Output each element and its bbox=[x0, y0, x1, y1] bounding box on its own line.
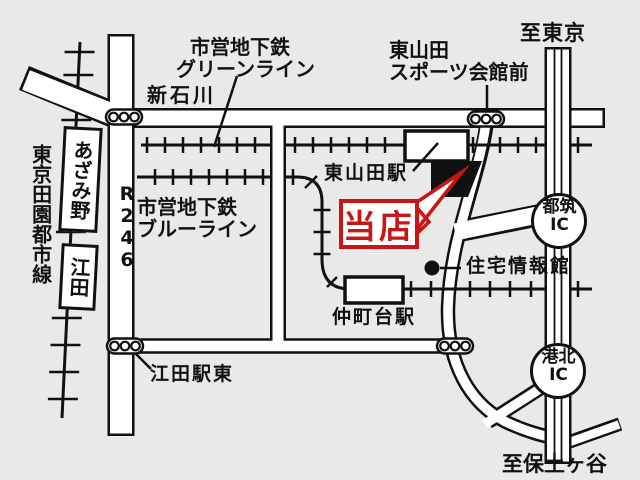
azamino-station-box: あざみ野 bbox=[58, 126, 103, 233]
traffic-signal-icon bbox=[466, 110, 506, 128]
tsuzuki-ic-circle bbox=[531, 193, 587, 249]
eda-east-label: 江田駅東 bbox=[150, 363, 235, 385]
eda-station-box: 江田 bbox=[58, 243, 99, 311]
sports-hall-label: 東山田 スポーツ会館前 bbox=[389, 38, 529, 84]
nakamachidai-station-label: 仲町台駅 bbox=[332, 306, 417, 328]
azamino-station-label: あざみ野 bbox=[66, 138, 95, 221]
traffic-signal-icon bbox=[435, 337, 475, 355]
to-hodogaya-label: 至保土ヶ谷 bbox=[502, 452, 607, 476]
our-shop-callout: 当店 bbox=[339, 199, 419, 249]
traffic-signal-icon bbox=[105, 337, 145, 355]
eda-east-pointer-line bbox=[135, 353, 152, 370]
higashiyamada-station-label: 東山田駅 bbox=[324, 162, 409, 184]
green-line-railway bbox=[141, 137, 592, 153]
higashiyamada-pointer-line bbox=[412, 142, 439, 172]
to-tokyo-label: 至東京 bbox=[520, 21, 586, 45]
eda-station-label: 江田 bbox=[65, 256, 92, 298]
green-line-label: 市営地下鉄 グリーンライン bbox=[176, 35, 315, 81]
blue-line-label: 市営地下鉄 ブルーライン bbox=[137, 195, 257, 241]
denentoshi-line-label: 東京田園都市線 bbox=[28, 144, 53, 284]
kohoku-ic-circle bbox=[530, 343, 586, 399]
blue-line-ticks bbox=[153, 169, 580, 297]
r246-label: R246 bbox=[116, 183, 138, 271]
housing-info-label: 住宅情報館 bbox=[466, 255, 572, 277]
tsuzuki-ic-label: 都筑 IC bbox=[542, 197, 577, 236]
shin-ishikawa-label: 新石川 bbox=[147, 83, 216, 107]
poi-dot-icon bbox=[424, 260, 440, 276]
blue-line-railway bbox=[137, 169, 592, 297]
nakamachidai-station-box bbox=[343, 275, 405, 305]
green-line-pointer-line bbox=[212, 75, 239, 148]
traffic-signal-icon bbox=[104, 108, 144, 126]
green-line-ticks bbox=[145, 137, 580, 153]
our-shop-label: 当店 bbox=[343, 207, 415, 246]
kohoku-ic-label: 港北 IC bbox=[541, 347, 576, 386]
